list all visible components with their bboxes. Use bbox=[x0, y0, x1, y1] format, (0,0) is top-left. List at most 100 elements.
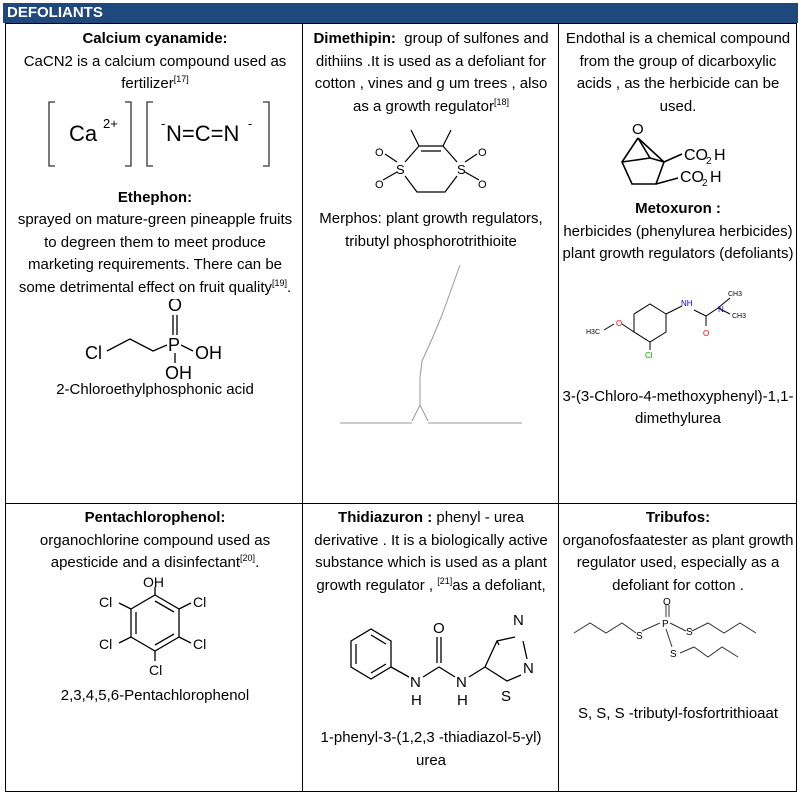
cell-tribufos: Tribufos: organofosfaatester as plant gr… bbox=[562, 507, 794, 726]
metoxuron-title: Metoxuron : bbox=[635, 200, 721, 217]
metoxuron-text1: herbicides (phenylurea herbicides) bbox=[563, 222, 793, 240]
charge: - bbox=[161, 116, 165, 131]
citation: [20] bbox=[240, 553, 256, 563]
atom-label: OH bbox=[165, 363, 192, 379]
atom-label: O bbox=[433, 620, 445, 637]
cell-thidiazuron: Thidiazuron : phenyl - urea derivative .… bbox=[306, 507, 556, 772]
atom-label: Cl bbox=[85, 343, 102, 363]
charge: - bbox=[248, 116, 252, 131]
atom-label: NH bbox=[681, 299, 693, 308]
tribufos-description: organofosfaatester as plant growth regul… bbox=[562, 531, 794, 594]
ethephon-title: Ethephon: bbox=[117, 188, 193, 206]
atom-label: S bbox=[501, 688, 511, 705]
dimethipin-title: Dimethipin: bbox=[313, 30, 396, 47]
cell-dimethipin-merphos: Dimethipin: group of sulfones and dithii… bbox=[306, 28, 556, 433]
pcp-description: organochlorine compound used as apestici… bbox=[10, 530, 300, 575]
calcium-cyanamide-structure: Ca 2+ - N=C=N - bbox=[48, 100, 270, 167]
thidiazuron-title: Thidiazuron : bbox=[338, 509, 433, 526]
cell-endothal-metoxuron: Endothal is a chemical compound from the… bbox=[562, 28, 794, 431]
thidiazuron-text: phenyl - urea derivative . It is a biolo… bbox=[314, 509, 548, 594]
thidiazuron-structure: O N H N H N N S bbox=[350, 612, 534, 709]
atom-label: S bbox=[686, 627, 693, 638]
tribufos-title: Tribufos: bbox=[645, 509, 711, 526]
dimethipin-structure: S S O O O O bbox=[375, 129, 487, 193]
column-divider bbox=[302, 24, 303, 791]
atom-label: S bbox=[457, 162, 466, 177]
pcp-text: organochlorine compound used as apestici… bbox=[39, 531, 271, 572]
ethephon-structure: O P OH OH Cl bbox=[85, 299, 222, 379]
atom-label: N bbox=[456, 674, 467, 691]
atom-label: H bbox=[411, 692, 422, 709]
citation: [21] bbox=[437, 575, 453, 586]
metoxuron-text2: plant growth regulators (defoliants) bbox=[562, 245, 794, 262]
atom-label: O bbox=[703, 329, 709, 338]
atom-label: H3C bbox=[586, 329, 600, 336]
ethephon-description: sprayed on mature-green pineapple fruits… bbox=[10, 209, 300, 299]
citation: [18] bbox=[493, 96, 509, 107]
atom-label: O bbox=[632, 121, 644, 138]
atom-label: Cl bbox=[149, 662, 162, 678]
atom-label: O bbox=[616, 319, 622, 328]
citation: [19] bbox=[272, 277, 288, 288]
atom-label: N bbox=[718, 305, 724, 314]
atom-label: H bbox=[710, 169, 722, 186]
atom-label: Cl bbox=[99, 594, 112, 610]
atom-label: O bbox=[375, 179, 384, 191]
row-divider bbox=[6, 503, 796, 504]
atom-label: Cl bbox=[99, 636, 112, 652]
dimethipin-description: Dimethipin: group of sulfones and dithii… bbox=[306, 28, 556, 118]
atom-label: N bbox=[513, 612, 524, 629]
ethephon-caption: 2-Chloroethylphosphonic acid bbox=[56, 381, 254, 398]
dimethipin-text: group of sulfones and dithiins .It is us… bbox=[314, 30, 549, 115]
citation: [17] bbox=[173, 74, 189, 84]
atom-label: O bbox=[663, 597, 671, 608]
metoxuron-caption: 3-(3-Chloro-4-methoxyphenyl)-1,1-dimethy… bbox=[562, 387, 794, 428]
endothal-structure: O CO 2 H CO 2 H bbox=[621, 121, 726, 189]
atom-label: S bbox=[670, 649, 677, 660]
atom-label: CH3 bbox=[728, 291, 742, 298]
thidiazuron-text2: as a defoliant, bbox=[452, 576, 546, 594]
atom-label: H bbox=[457, 692, 468, 709]
atom-label: S bbox=[636, 631, 643, 642]
atom-label: N bbox=[410, 674, 421, 691]
merphos-structure bbox=[340, 264, 522, 424]
thidiazuron-description: Thidiazuron : phenyl - urea derivative .… bbox=[306, 507, 556, 597]
thidiazuron-caption: 1-phenyl-3-(1,2,3 -thiadiazol-5-yl) urea bbox=[320, 729, 542, 769]
atom-label: CH3 bbox=[732, 313, 746, 320]
atom-label: Cl bbox=[193, 594, 206, 610]
cell-calcium-ethephon: Calcium cyanamide: CaCN2 is a calcium co… bbox=[10, 28, 300, 402]
atom-label: CO bbox=[684, 147, 708, 164]
atom-label: O bbox=[478, 147, 487, 159]
atom-label: H bbox=[714, 147, 726, 164]
calcium-title: Calcium cyanamide: bbox=[82, 30, 228, 47]
pentachlorophenol-structure: OH Cl Cl Cl Cl Cl bbox=[99, 575, 206, 678]
atom-label: OH bbox=[143, 575, 164, 590]
column-divider bbox=[558, 24, 559, 791]
atom-label: O bbox=[168, 299, 182, 315]
atom-label: N bbox=[523, 660, 534, 677]
metoxuron-structure: NH O N CH3 CH3 O H3C Cl bbox=[586, 291, 746, 360]
punct: . bbox=[255, 554, 260, 571]
atom-label: O bbox=[375, 147, 384, 159]
atom-label: Cl bbox=[645, 351, 653, 360]
defoliants-table: Calcium cyanamide: CaCN2 is a calcium co… bbox=[5, 23, 797, 792]
pcp-title: Pentachlorophenol: bbox=[84, 509, 226, 526]
tribufos-structure: O P S S S bbox=[573, 597, 757, 660]
punct: . bbox=[287, 278, 292, 296]
section-header: DEFOLIANTS bbox=[3, 3, 798, 23]
merphos-caption: Merphos: plant growth regulators, tribut… bbox=[319, 210, 543, 250]
endothal-description: Endothal is a chemical compound from the… bbox=[565, 30, 791, 115]
atom-label: CO bbox=[680, 169, 704, 186]
atom-label: OH bbox=[195, 343, 222, 363]
tribufos-caption: S, S, S -tributyl-fosfortrithioaat bbox=[577, 705, 779, 722]
atom-label: O bbox=[478, 179, 487, 191]
atom-label: 2 bbox=[702, 178, 708, 189]
calcium-description: CaCN2 is a calcium compound used as fert… bbox=[10, 51, 300, 96]
atom-label: P bbox=[168, 335, 180, 355]
atom-label: 2 bbox=[706, 156, 712, 167]
atom-label: P bbox=[662, 619, 669, 630]
charge: 2+ bbox=[103, 116, 118, 131]
atom-label: Cl bbox=[193, 636, 206, 652]
atom-label: S bbox=[396, 162, 405, 177]
ethephon-text: sprayed on mature-green pineapple fruits… bbox=[17, 211, 293, 296]
